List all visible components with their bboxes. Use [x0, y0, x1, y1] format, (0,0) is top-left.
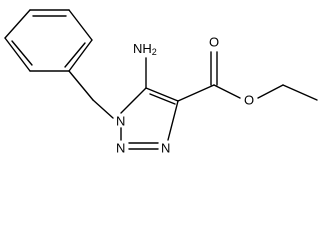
ethyl-bond	[282, 84, 318, 101]
benzyl-bond	[68, 70, 94, 101]
bond	[145, 87, 179, 102]
bond	[120, 87, 147, 114]
atom-o-ester: O	[244, 93, 254, 108]
double-bond-inner	[11, 40, 33, 66]
bond	[167, 100, 179, 141]
bond	[68, 39, 93, 72]
benzene-ring	[4, 9, 93, 72]
carboxyl-bond	[177, 84, 215, 102]
atom-n1: N	[116, 114, 125, 129]
ethyl-bond	[257, 84, 284, 99]
double-bond-inner	[64, 42, 86, 68]
triazole-ring	[120, 87, 179, 150]
double-bond-inner	[149, 93, 176, 105]
benzyl-n-bond	[92, 99, 114, 119]
chemical-structure: NH2 N N N O O	[4, 9, 318, 156]
atom-n2: N	[116, 141, 125, 156]
bond	[4, 37, 31, 72]
bond	[4, 9, 31, 39]
atom-o-carbonyl: O	[209, 35, 219, 50]
atom-n3: N	[161, 141, 170, 156]
amino-label: NH2	[133, 41, 157, 58]
bond	[68, 9, 93, 41]
ester-o-bond	[213, 84, 241, 99]
